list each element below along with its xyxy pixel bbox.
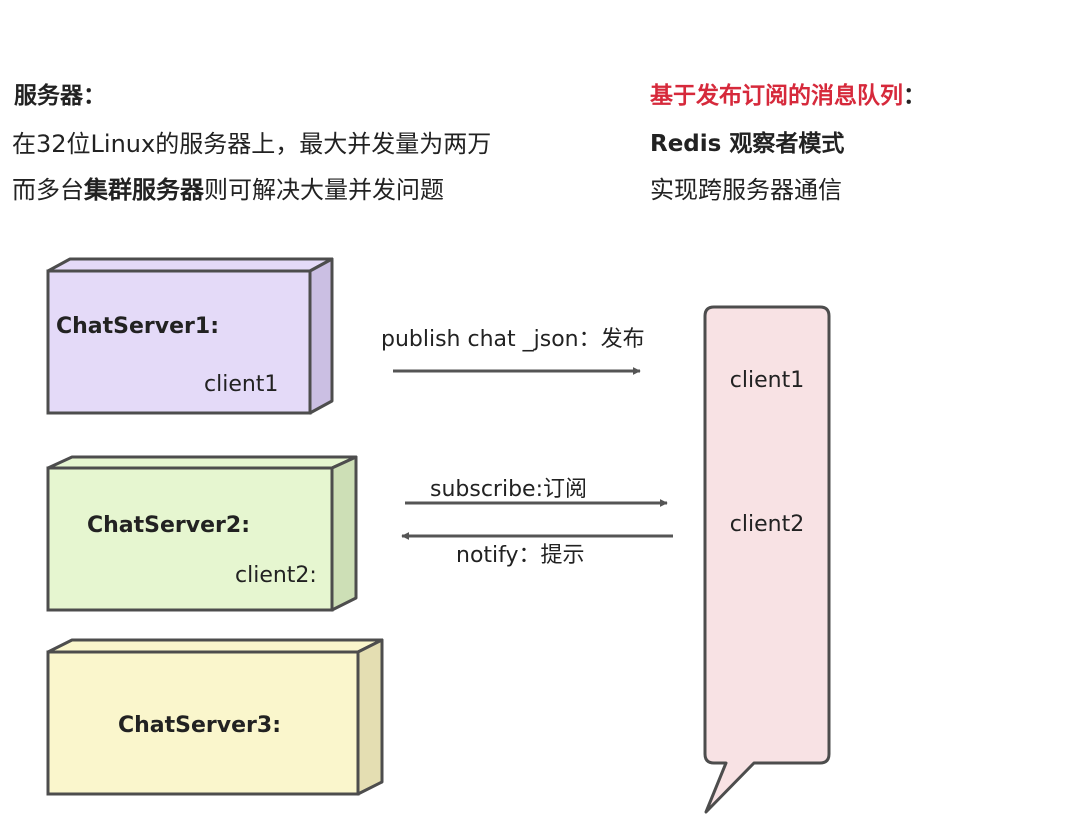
publish-label: publish chat _json：发布 [381,327,645,352]
left-line-2-pre: 而多台 [12,176,84,204]
right-heading-title: 基于发布订阅的消息队列 [650,83,903,109]
queue-client-1: client1 [730,368,804,393]
chat-server-2-box: ChatServer2: client2: [46,455,358,612]
right-line-1: Redis 观察者模式 [650,131,845,157]
chat-server-2-client: client2: [235,563,317,588]
right-heading-suffix: ： [903,83,926,109]
chat-server-3-title: ChatServer3: [118,713,281,738]
right-heading: 基于发布订阅的消息队列： [650,76,926,110]
message-queue-callout [703,305,831,814]
chat-server-1-side [308,257,334,415]
chat-server-3-top [46,638,384,654]
chat-server-3-box: ChatServer3: [46,638,384,796]
chat-server-3-face [46,650,360,796]
left-line-2: 而多台集群服务器则可解决大量并发问题 [12,170,444,205]
left-line-1: 在32位Linux的服务器上，最大并发量为两万 [12,130,492,158]
chat-server-1-client: client1 [204,372,278,397]
chat-server-3-side [356,638,384,796]
queue-client-2: client2 [730,512,804,537]
right-line-2: 实现跨服务器通信 [650,176,842,204]
chat-server-2-face [46,466,334,612]
notify-label: notify：提示 [456,543,585,568]
subscribe-label: subscribe:订阅 [430,477,587,502]
chat-server-2-side [330,455,358,612]
chat-server-2-title: ChatServer2: [87,513,250,538]
left-line-2-bold: 集群服务器 [84,176,204,204]
chat-server-1-title: ChatServer1: [56,314,219,339]
left-line-2-post: 则可解决大量并发问题 [204,176,444,204]
chat-server-2-top [46,455,358,470]
chat-server-1-top [46,257,334,273]
chat-server-1-face [46,269,312,415]
left-heading: 服务器： [14,83,106,109]
chat-server-1-box: ChatServer1: client1 [46,257,334,415]
